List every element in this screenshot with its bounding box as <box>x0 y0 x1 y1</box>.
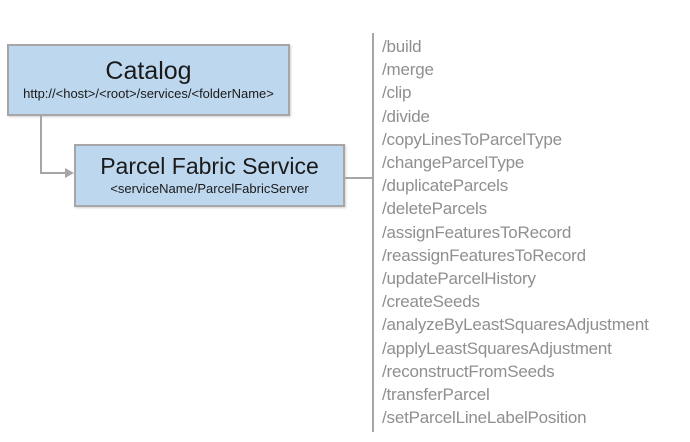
endpoint-item: /setParcelLineLabelPosition <box>382 408 587 428</box>
endpoint-item: /copyLinesToParcelType <box>382 129 562 149</box>
endpoint-item: /createSeeds <box>382 292 480 312</box>
catalog-url-template: http://<host>/<root>/services/<folderNam… <box>23 86 274 102</box>
arrow-right-icon <box>65 167 74 178</box>
endpoint-item: /deleteParcels <box>382 199 487 219</box>
endpoint-item: /applyLeastSquaresAdjustment <box>382 338 612 358</box>
service-to-endpoints-connector <box>345 177 372 179</box>
catalog-to-service-connector-horizontal <box>40 172 66 174</box>
endpoint-item: /analyzeByLeastSquaresAdjustment <box>382 315 649 335</box>
service-title: Parcel Fabric Service <box>100 153 319 180</box>
endpoint-item: /divide <box>382 106 430 126</box>
endpoint-item: /reconstructFromSeeds <box>382 361 555 381</box>
endpoint-item: /merge <box>382 60 434 80</box>
endpoints-divider-line <box>372 33 374 432</box>
catalog-box: Catalog http://<host>/<root>/services/<f… <box>7 44 290 116</box>
endpoint-item: /reassignFeaturesToRecord <box>382 245 586 265</box>
endpoint-item: /duplicateParcels <box>382 176 509 196</box>
service-path-template: <serviceName/ParcelFabricServer <box>110 180 309 196</box>
endpoint-item: /assignFeaturesToRecord <box>382 222 572 242</box>
endpoint-item: /build <box>382 37 422 56</box>
endpoint-item: /updateParcelHistory <box>382 269 536 289</box>
endpoint-item: /clip <box>382 83 412 103</box>
catalog-title: Catalog <box>105 56 192 85</box>
endpoint-item: /transferParcel <box>382 385 490 405</box>
catalog-to-service-connector-vertical <box>40 116 42 174</box>
endpoints-list: /build /merge /clip /divide /copyLinesTo… <box>382 35 687 429</box>
endpoint-item: /changeParcelType <box>382 153 525 173</box>
parcel-fabric-service-box: Parcel Fabric Service <serviceName/Parce… <box>74 144 345 207</box>
